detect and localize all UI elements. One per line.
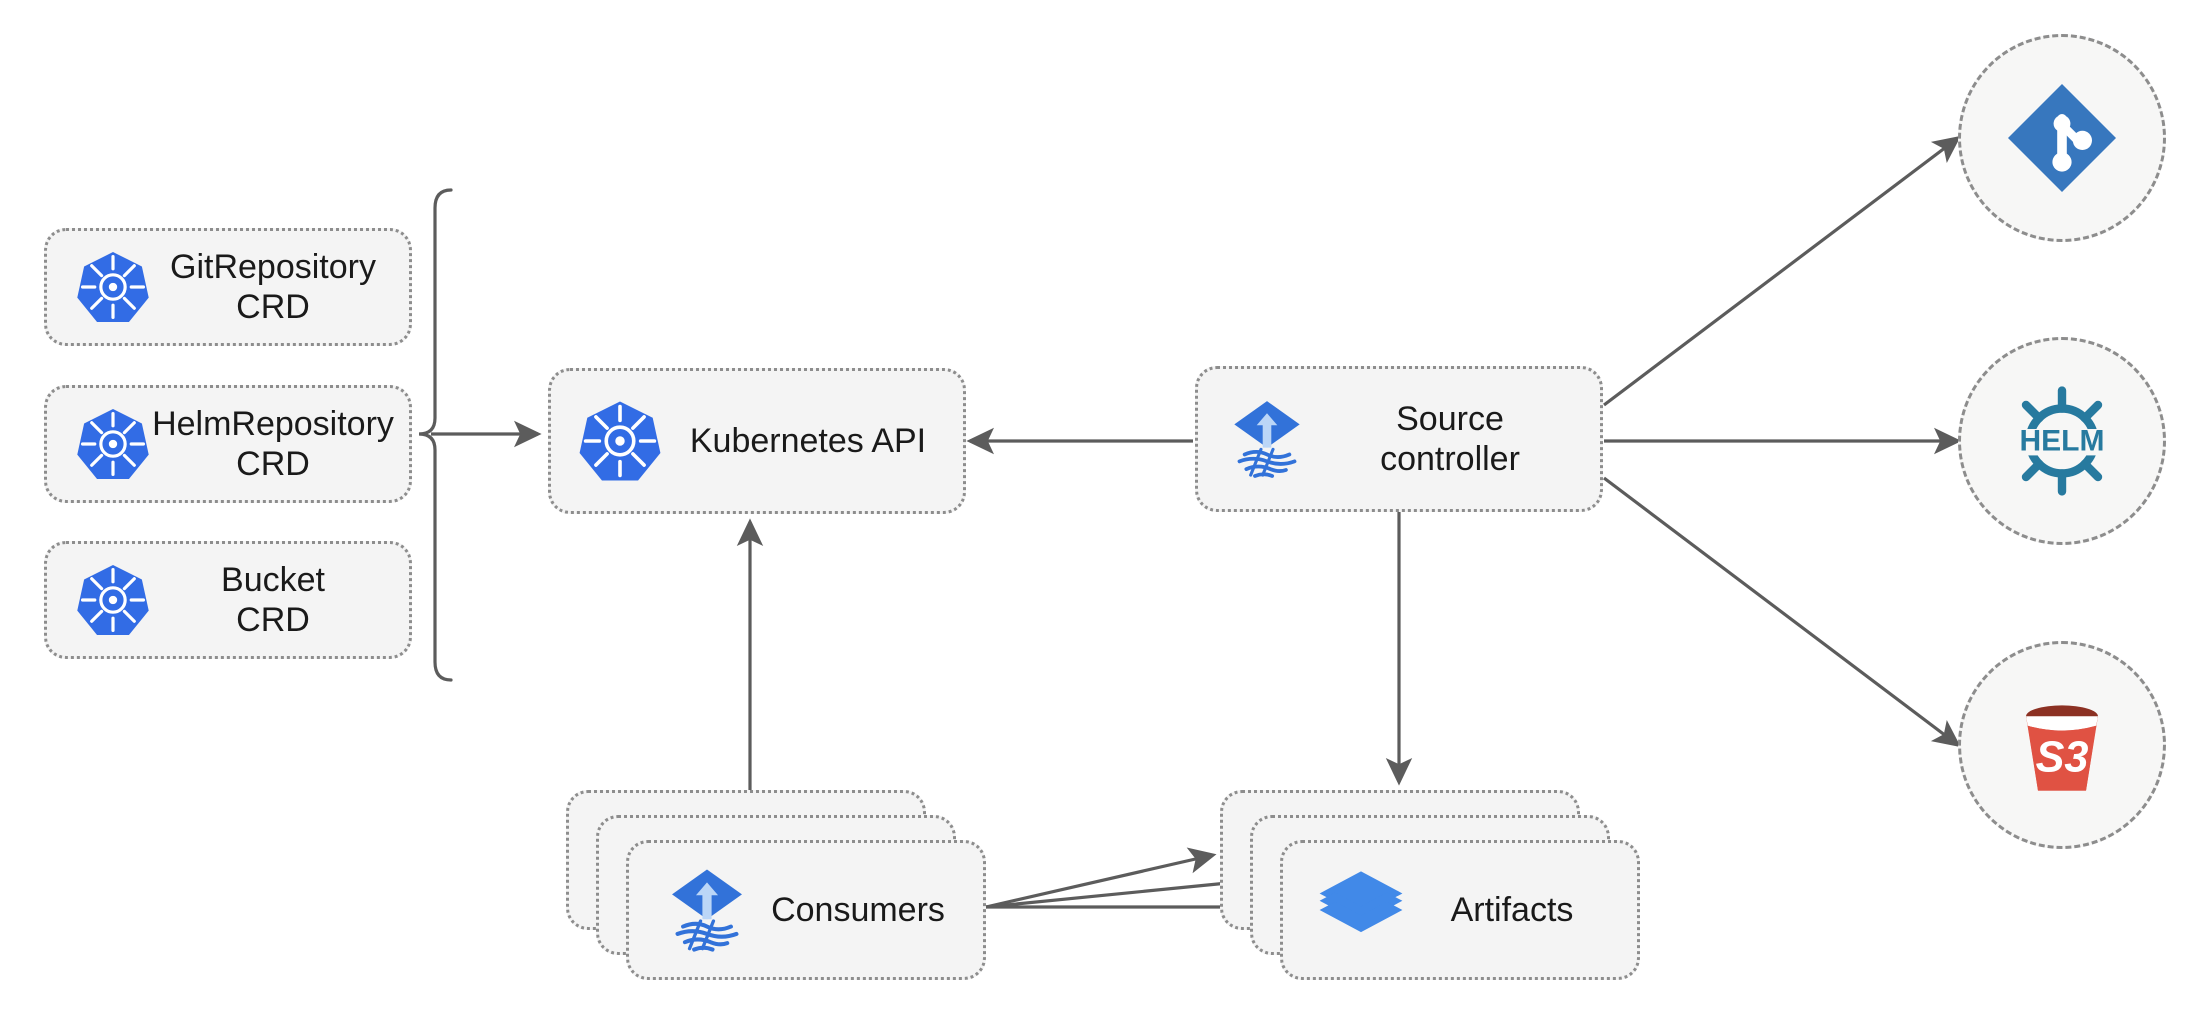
source-controller-label-line1: Source [1396,399,1504,438]
node-artifacts[interactable]: Artifacts [1220,790,1640,980]
flux-icon [1224,396,1310,482]
kubernetes-icon [75,249,151,325]
s3-logo-text: S3 [2036,733,2089,781]
node-kubernetes-api[interactable]: Kubernetes API [548,368,966,514]
kubernetes-api-label: Kubernetes API [689,421,927,460]
crd-label-line2: CRD [236,601,310,639]
source-circle-s3[interactable]: S3 [1958,641,2166,849]
edge-consumers-to-artifacts-1 [985,847,1217,909]
crd-label-line1: Bucket [221,560,325,599]
edge-source-to-git [1603,135,1961,407]
consumers-stack-layer-front[interactable]: Consumers [626,840,986,980]
artifacts-label: Artifacts [1450,890,1574,929]
git-icon [2002,78,2122,198]
edge-source-to-s3 [1603,476,1961,748]
source-circle-helm[interactable]: HELM [1958,337,2166,545]
artifacts-stack-layer-front[interactable]: Artifacts [1280,840,1640,980]
helm-icon: HELM [2002,381,2122,501]
crd-label-line2: CRD [236,445,310,483]
kubernetes-icon [577,398,663,484]
helm-logo-text: HELM [2020,425,2105,458]
source-controller-label-line2: controller [1380,440,1520,478]
layers-icon [1315,864,1407,956]
edge-consumers-to-artifacts-2 [985,870,1252,909]
crd-label-line2: CRD [236,288,310,326]
flux-icon [661,864,753,956]
s3-icon: S3 [2002,685,2122,805]
kubernetes-icon [75,562,151,638]
crd-label-line1: GitRepository [170,247,376,286]
kubernetes-icon [75,406,151,482]
source-circle-git[interactable] [1958,34,2166,242]
consumers-label: Consumers [771,890,945,929]
crd-group-brace [418,188,542,682]
node-consumers[interactable]: Consumers [566,790,986,980]
crd-label-line1: HelmRepository [152,404,394,443]
